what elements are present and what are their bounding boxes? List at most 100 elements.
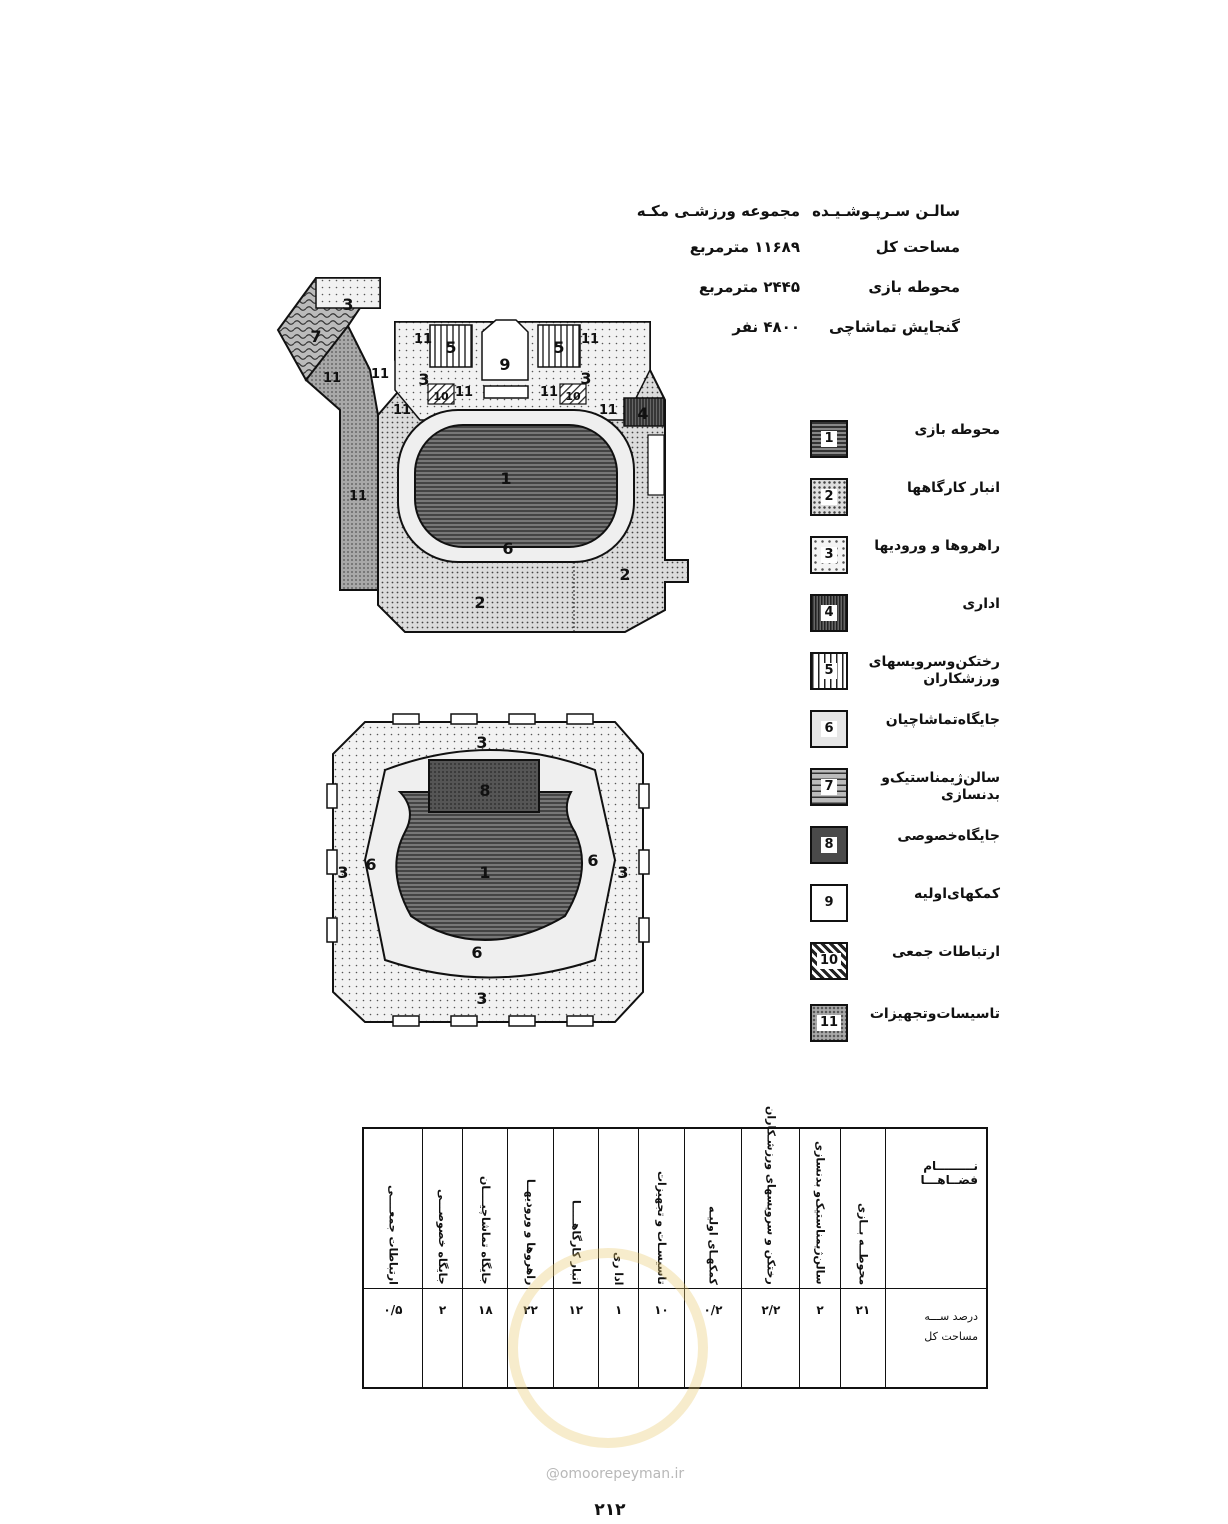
- plan-label: 2: [474, 593, 485, 612]
- plan-label: 11: [540, 385, 558, 400]
- legend-item: 8 جایگاه‌خصوصی: [800, 826, 1000, 876]
- legend-item: 6 جایگاه‌تماشاچیان: [800, 710, 1000, 760]
- plan-label: 6: [365, 855, 376, 874]
- plan-label: 3: [617, 863, 628, 882]
- table-col-header: راهروها و ورودیهــا: [507, 1127, 554, 1289]
- plan-label: 1: [500, 469, 511, 488]
- legend-item: 3 راهروها و ورودیها: [800, 536, 1000, 586]
- legend-label: ارتباطات جمعی: [891, 944, 1000, 960]
- cell-value: ۰/۵: [383, 1302, 403, 1317]
- plan-label: 2: [619, 565, 630, 584]
- table-header-row: ارتباطات جمعــــی جایگاه خصوصـــی جایگاه…: [362, 1106, 988, 1289]
- legend-number: 7: [821, 779, 837, 795]
- legend-item: 7 سالن‌ژیمناستیک‌و بدنسازی: [800, 768, 1000, 818]
- plan-label: 3: [337, 863, 348, 882]
- column-name: سالن‌ژیمناستیک‌و بدنسازی: [813, 1141, 827, 1285]
- table-cell: ۲/۲: [741, 1287, 801, 1389]
- legend-number: 1: [821, 431, 837, 447]
- legend-label: تاسیسات‌وتجهیزات: [869, 1006, 1000, 1022]
- plan-label: 9: [499, 355, 510, 374]
- cell-value: ۰/۲: [703, 1302, 723, 1317]
- page-number: ۲۱۲: [594, 1500, 626, 1520]
- column-name: جایگاه تماشاچیــــان: [478, 1176, 492, 1285]
- legend-number: 4: [821, 605, 837, 621]
- table-col-header: رختکن و سرویسهای ورزشـکاران: [741, 1106, 801, 1289]
- table-col-header: محوطــه بــازی: [839, 1127, 887, 1289]
- watermark-text: @omoorepeyman.ir: [545, 1466, 685, 1482]
- plan-label: 11: [581, 332, 599, 347]
- legend-label: رختکن‌وسرویسهای ورزشکاران: [868, 654, 1000, 687]
- column-name: محوطــه بــازی: [856, 1202, 870, 1285]
- legend-item: 2 انبار کارگاهها: [800, 478, 1000, 528]
- row-header-value: درصد ســـه مساحت کل: [924, 1309, 978, 1343]
- legend-swatch-waves: 7: [810, 768, 848, 806]
- legend-item: 10 ارتباطات جمعی: [800, 942, 1000, 992]
- info-label: گنجایش تماشاچی: [828, 318, 960, 336]
- row-header-name: نـــــــــام فضــاهـــا: [920, 1159, 978, 1187]
- column-name: کمکهـای اولیـه: [706, 1206, 720, 1285]
- plan-label: 11: [393, 403, 411, 418]
- info-value: مجموعه ورزشـی مکـه: [636, 202, 800, 220]
- cell-value: ۲: [438, 1302, 447, 1317]
- legend-label: جایگاه‌خصوصی: [897, 828, 1000, 844]
- legend-number: 5: [821, 663, 837, 679]
- plan-label: 5: [553, 338, 564, 357]
- info-label: سالـن سـرپـوشـیـده: [812, 202, 960, 220]
- legend-number: 10: [816, 953, 842, 969]
- legend-item: 5 رختکن‌وسرویسهای ورزشکاران: [800, 652, 1000, 702]
- cell-value: ۲: [816, 1302, 824, 1317]
- table-col-header: ارتباطات جمعــــی: [362, 1127, 423, 1289]
- table-col-header: سالن‌ژیمناستیک‌و بدنسازی: [799, 1127, 841, 1289]
- column-name: تاسیسـات و تجهیزات: [654, 1171, 668, 1285]
- plan-label: 3: [342, 295, 353, 314]
- info-label: محوطه بازی: [868, 278, 960, 296]
- watermark-logo: [508, 1248, 708, 1448]
- table-col-header: کمکهـای اولیـه: [683, 1127, 743, 1289]
- legend-item: 11 تاسیسات‌وتجهیزات: [800, 1004, 1000, 1054]
- legend-swatch-dense-vlines: 4: [810, 594, 848, 632]
- plan-label: 11: [599, 403, 617, 418]
- legend-swatch-grey-dots: 11: [810, 1004, 848, 1042]
- plan-label: 6: [587, 851, 598, 870]
- table-col-header: جایگاه خصوصـــی: [421, 1127, 464, 1289]
- table-cell: ۲۱: [839, 1287, 887, 1389]
- column-name: ارتباطات جمعــــی: [386, 1185, 400, 1285]
- plan-label: 11: [349, 489, 367, 504]
- legend-item: 9 کمکهای‌اولیه: [800, 884, 1000, 934]
- legend-swatch-dark: 8: [810, 826, 848, 864]
- table-cell: ۱۸: [462, 1287, 509, 1389]
- legend-label: اداری: [962, 596, 1000, 612]
- legend-label: سالن‌ژیمناستیک‌و بدنسازی: [881, 770, 1000, 803]
- plan-label: 3: [476, 989, 487, 1008]
- table-cell: ۰/۵: [362, 1287, 423, 1389]
- cell-value: ۱۸: [478, 1302, 493, 1317]
- legend-number: 3: [821, 547, 837, 563]
- info-value: ۱۱۶۸۹ مترمربع: [689, 238, 800, 256]
- legend-label: انبار کارگاهها: [906, 480, 1000, 496]
- cell-value: ۲۱: [855, 1302, 871, 1317]
- plan-label: 11: [414, 332, 432, 347]
- plan-label: 4: [637, 404, 648, 423]
- legend-label: جایگاه‌تماشاچیان: [885, 712, 1000, 728]
- column-name: جایگاه خصوصـــی: [436, 1189, 450, 1285]
- legend-swatch-sparse-dots: 3: [810, 536, 848, 574]
- table-cell: ۲: [799, 1287, 841, 1389]
- info-label: مساحت کل: [875, 238, 960, 256]
- info-value: ۲۴۴۵ مترمربع: [698, 278, 800, 296]
- table-cell: ۲: [421, 1287, 464, 1389]
- table-row-header: نـــــــــام فضــاهـــا: [885, 1127, 988, 1289]
- legend-swatch-dots: 2: [810, 478, 848, 516]
- plan-label: 8: [479, 781, 490, 800]
- legend-swatch-diagonal: 10: [810, 942, 848, 980]
- legend-item: 4 اداری: [800, 594, 1000, 644]
- table-col-header: جایگاه تماشاچیــــان: [462, 1127, 509, 1289]
- legend-label: محوطه بازی: [914, 422, 1001, 438]
- plan-label: 11: [371, 367, 389, 382]
- legend-swatch-light: 6: [810, 710, 848, 748]
- plan-label: 1: [479, 863, 490, 882]
- floor-plan-bottom: 1 3 3 3 3 6 6 6 8: [326, 713, 650, 1027]
- plan-label: 5: [445, 338, 456, 357]
- plan-label: 10: [433, 390, 449, 403]
- column-name: راهروها و ورودیهــا: [524, 1178, 538, 1285]
- plan-label: 3: [580, 369, 591, 388]
